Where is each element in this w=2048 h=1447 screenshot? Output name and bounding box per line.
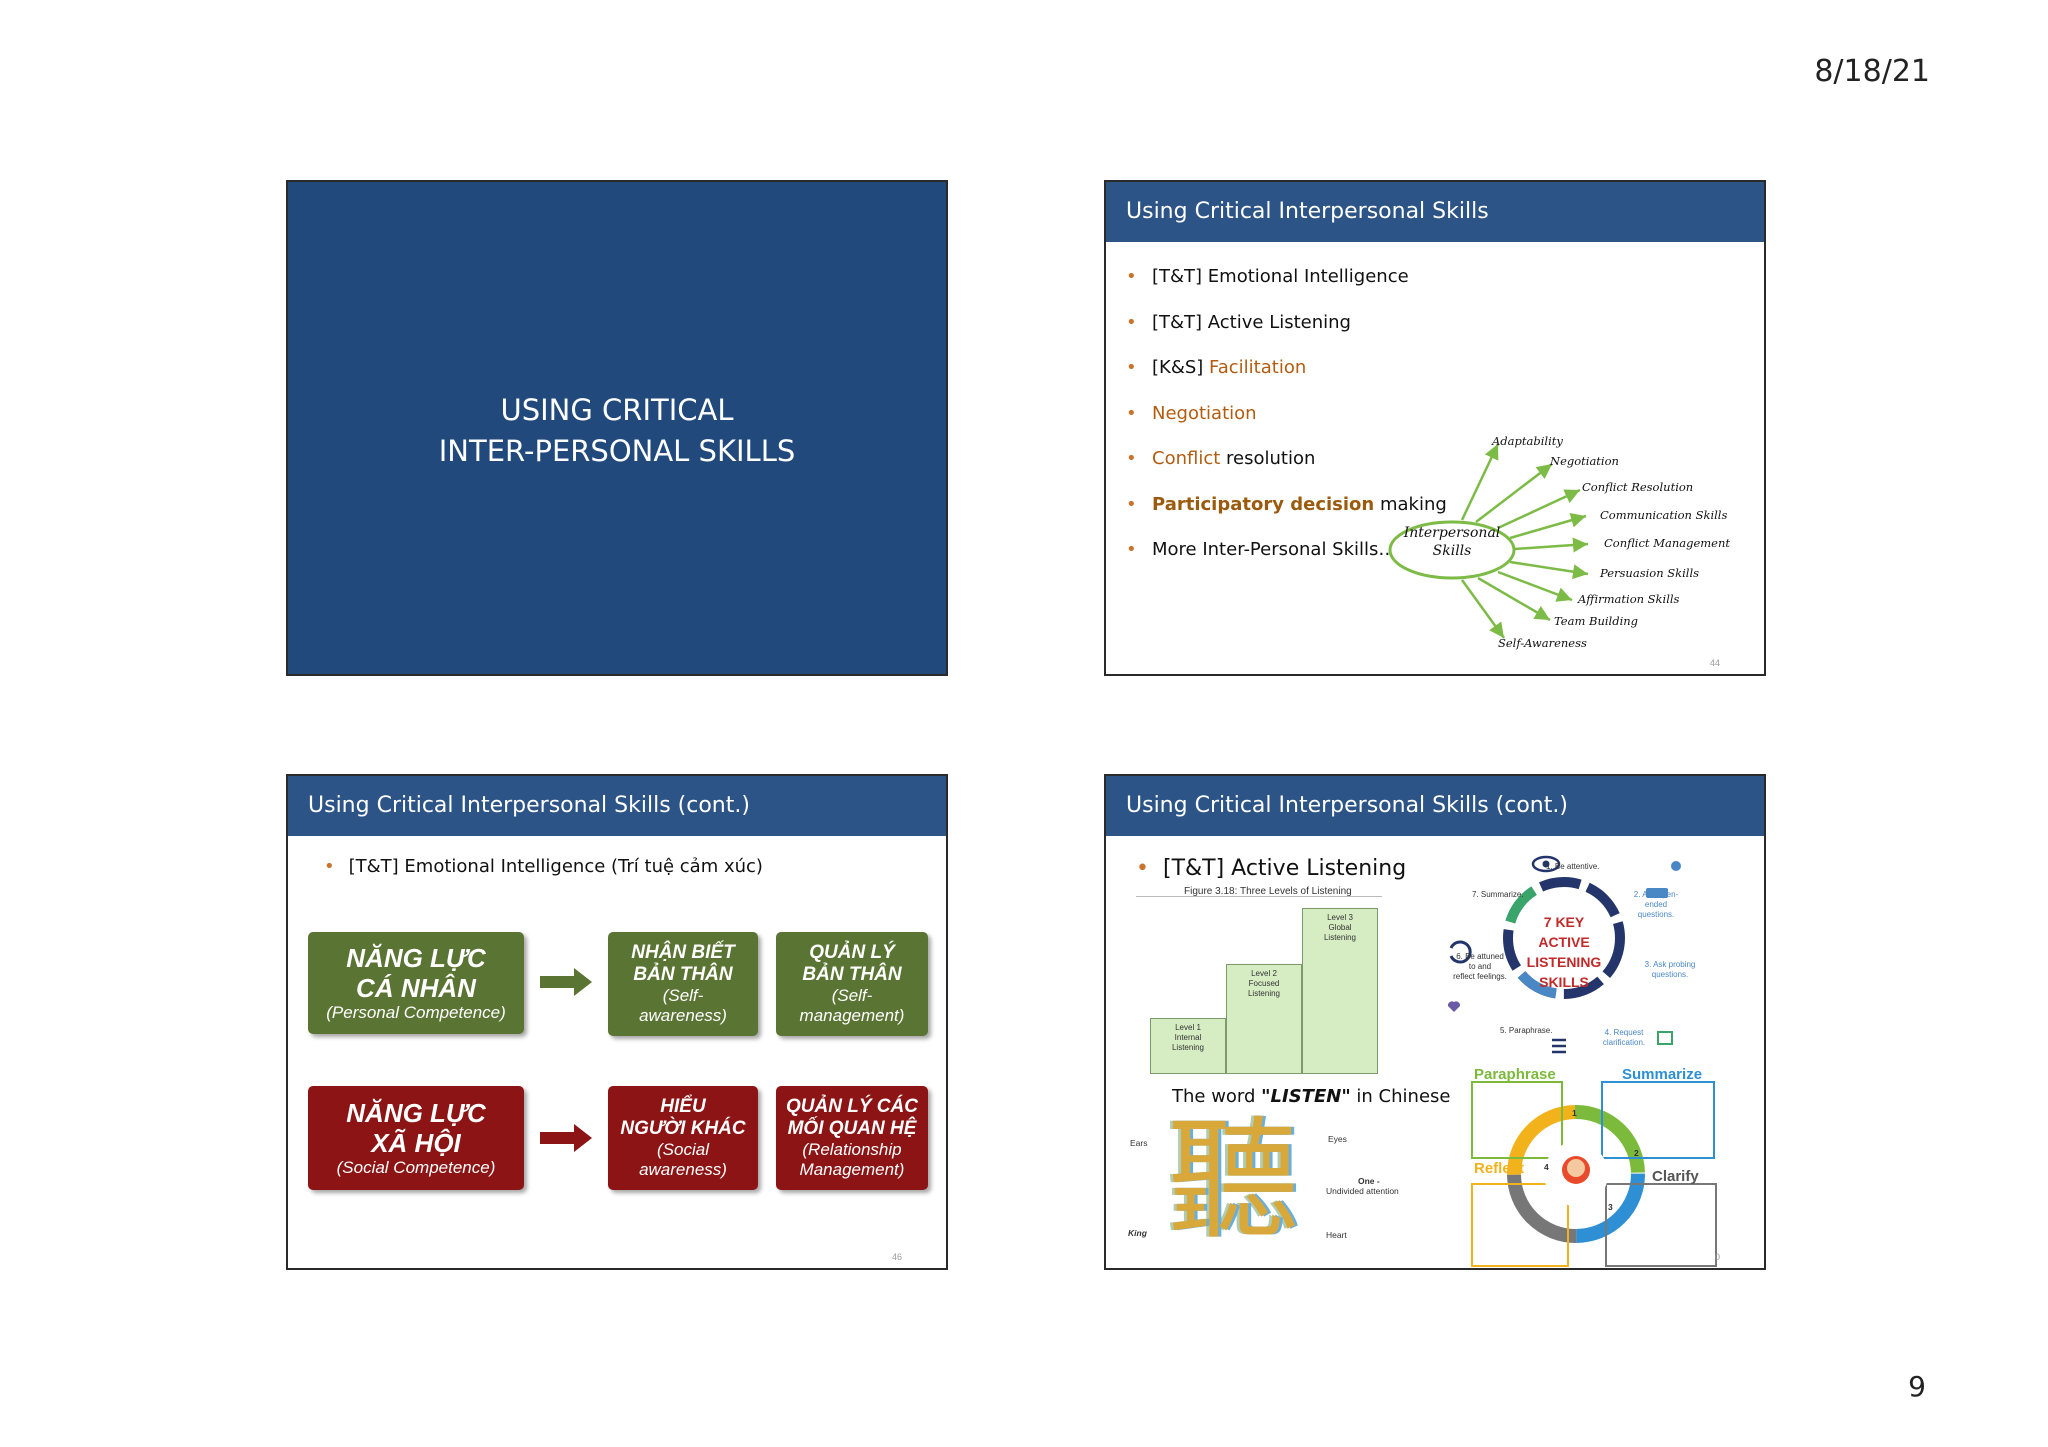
step-label: 7. Summarize. [1472, 890, 1524, 899]
slide-number: 44 [1709, 658, 1720, 668]
chinese-listen-character: 聽 [1167, 1104, 1299, 1258]
slide-active-listening: Using Critical Interpersonal Skills (con… [1104, 774, 1766, 1270]
page-number: 9 [1908, 1370, 1926, 1403]
diagram-label: Conflict Management [1604, 536, 1730, 550]
bullet-item: [T&T] Active Listening [1126, 312, 1447, 358]
title-line-1: USING CRITICAL [500, 393, 734, 427]
bullet-item: Participatory decision making [1126, 494, 1447, 540]
step-label: 5. Paraphrase. [1500, 1026, 1553, 1035]
key-skills-wheel [1447, 855, 1717, 1267]
slide-header: Using Critical Interpersonal Skills (con… [1106, 776, 1764, 836]
relationship-management-box: QUẢN LÝ CÁC MỐI QUAN HỆ (Relationship Ma… [776, 1086, 928, 1190]
figure-divider [1136, 896, 1382, 897]
slide-emotional-intelligence: Using Critical Interpersonal Skills (con… [286, 774, 948, 1270]
diagram-label: Self-Awareness [1498, 636, 1587, 650]
slide-title: USING CRITICAL INTER-PERSONAL SKILLS [286, 180, 948, 676]
title-line-2: INTER-PERSONAL SKILLS [438, 434, 796, 468]
cycle-clarify: Clarify [1652, 1168, 1699, 1185]
diagram-center: Interpersonal Skills [1403, 525, 1501, 559]
diagram-label: Adaptability [1492, 434, 1563, 448]
bullet-item: [K&S] Facilitation [1126, 357, 1447, 403]
slide-header: Using Critical Interpersonal Skills (con… [288, 776, 946, 836]
diagram-label: Team Building [1554, 614, 1639, 628]
cycle-paraphrase: Paraphrase [1474, 1066, 1556, 1083]
char-label: King [1128, 1228, 1147, 1238]
social-competence-box: NĂNG LỰC XÃ HỘI (Social Competence) [308, 1086, 524, 1190]
char-label: One - [1358, 1176, 1380, 1186]
char-label: Heart [1326, 1230, 1347, 1240]
slide-number: 46 [891, 1252, 902, 1262]
diagram-label: Negotiation [1550, 454, 1619, 468]
cycle-number: 1 [1572, 1108, 1577, 1118]
bullet-item: Negotiation [1126, 403, 1447, 449]
cycle-number: 3 [1608, 1202, 1613, 1212]
arrow-right-icon [540, 1124, 592, 1152]
figure-caption: Figure 3.18: Three Levels of Listening [1184, 886, 1352, 897]
personal-competence-box: NĂNG LỰC CÁ NHÂN (Personal Competence) [308, 932, 524, 1034]
cycle-summarize: Summarize [1622, 1066, 1703, 1083]
diagram-label: Persuasion Skills [1600, 566, 1700, 580]
bullet-item: [T&T] Active Listening [1136, 856, 1406, 881]
cycle-number: 4 [1544, 1162, 1549, 1172]
char-label: Eyes [1328, 1134, 1347, 1144]
diagram-label: Affirmation Skills [1578, 592, 1680, 606]
diagram-label: Conflict Resolution [1582, 480, 1694, 494]
bullet-item: [T&T] Emotional Intelligence [1126, 266, 1447, 312]
slide-title-text: USING CRITICAL INTER-PERSONAL SKILLS [288, 390, 946, 472]
char-label: Undivided attention [1326, 1186, 1399, 1196]
diagram-label: Communication Skills [1600, 508, 1728, 522]
header-date: 8/18/21 [1814, 54, 1930, 89]
bullet-list: [T&T] Emotional Intelligence [T&T] Activ… [1126, 266, 1447, 585]
slide-header: Using Critical Interpersonal Skills [1106, 182, 1764, 242]
bullet-item: More Inter-Personal Skills… [1126, 539, 1447, 585]
listen-caption: The word "LISTEN" in Chinese [1172, 1086, 1451, 1107]
social-awareness-box: HIỂU NGƯỜI KHÁC (Social awareness) [608, 1086, 758, 1190]
self-management-box: QUẢN LÝ BẢN THÂN (Self- management) [776, 932, 928, 1036]
cycle-reflect: Reflect [1474, 1160, 1525, 1177]
slide-number: 0 [1714, 1252, 1720, 1262]
bullet-item: Conflict resolution [1126, 448, 1447, 494]
step-label: 1. Be attentive. [1546, 862, 1600, 871]
char-label: Ears [1130, 1138, 1148, 1148]
interpersonal-diagram [1388, 443, 1589, 639]
self-awareness-box: NHẬN BIẾT BẢN THÂN (Self- awareness) [608, 932, 758, 1036]
slide-interpersonal-skills: Using Critical Interpersonal Skills [T&T… [1104, 180, 1766, 676]
arrow-right-icon [540, 968, 592, 996]
cycle-number: 2 [1634, 1148, 1639, 1158]
bullet-item: [T&T] Emotional Intelligence (Trí tuệ cả… [324, 856, 763, 877]
